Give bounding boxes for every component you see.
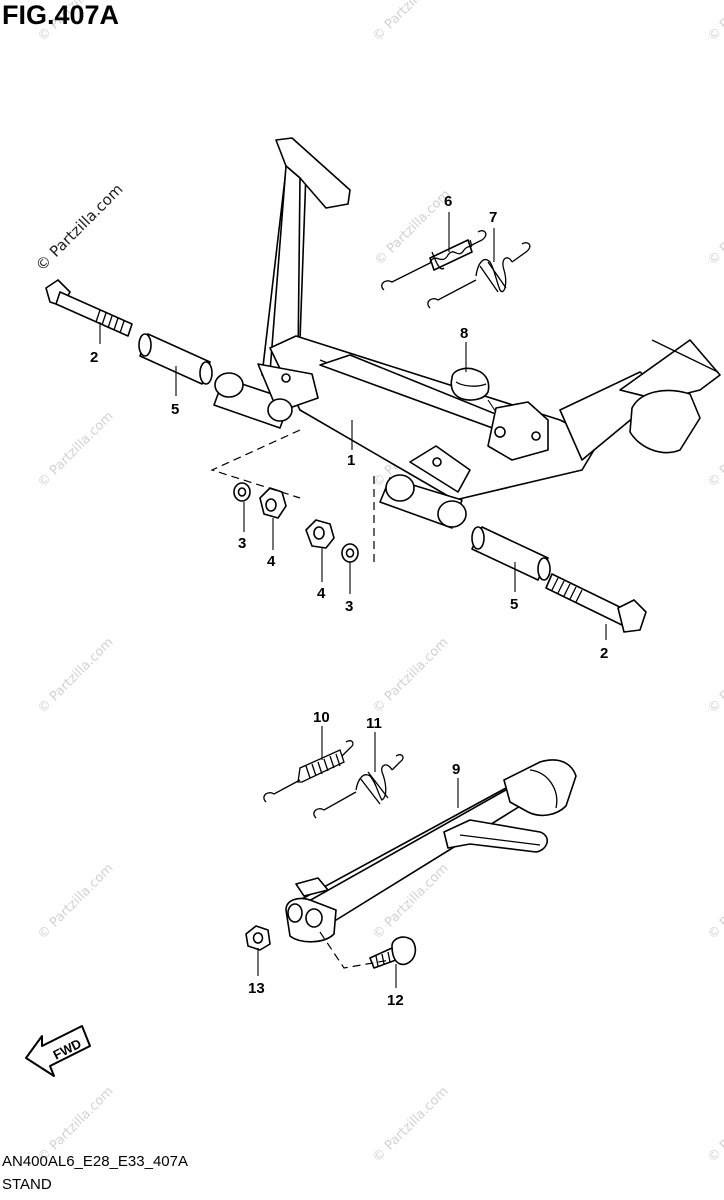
assembly-line-left <box>210 429 301 499</box>
bolt-12 <box>369 936 417 969</box>
callout-4: 4 <box>317 585 326 602</box>
callout-2: 2 <box>600 645 608 662</box>
nut-13 <box>245 925 271 951</box>
bolt-right <box>545 573 647 633</box>
spring-11 <box>313 754 404 819</box>
side-stand <box>285 759 577 943</box>
assembly-line-side-stand <box>319 931 391 969</box>
washer-left <box>233 482 251 502</box>
washer-right <box>341 543 359 563</box>
callout-9: 9 <box>452 761 460 778</box>
main-stand <box>213 137 721 529</box>
callout-8: 8 <box>460 325 468 342</box>
bolt-left <box>45 279 133 337</box>
callout-6: 6 <box>444 193 452 210</box>
callout-13: 13 <box>248 980 265 997</box>
spring-7 <box>427 242 531 309</box>
spring-10 <box>263 740 354 803</box>
collar-left <box>138 333 213 385</box>
cap-8 <box>450 367 490 401</box>
callout-5: 5 <box>510 596 518 613</box>
callout-1: 1 <box>347 452 355 469</box>
collar-right <box>471 526 551 581</box>
callout-numbers: 2 5 1 6 7 8 3 4 4 3 5 2 10 11 9 13 12 <box>90 193 608 1009</box>
callout-3: 3 <box>345 598 353 615</box>
spring-6 <box>381 230 487 291</box>
callout-2: 2 <box>90 349 98 366</box>
callout-7: 7 <box>489 209 497 226</box>
callout-11: 11 <box>366 715 382 732</box>
callout-leaders <box>99 212 607 988</box>
figure-title: FIG.407A <box>2 0 120 30</box>
section-name: STAND <box>2 1176 52 1193</box>
callout-10: 10 <box>313 709 330 726</box>
callout-5: 5 <box>171 401 179 418</box>
fwd-arrow-icon: FWD <box>25 1025 91 1077</box>
model-code: AN400AL6_E28_E33_407A <box>2 1153 188 1170</box>
nut-right <box>305 519 335 549</box>
callout-3: 3 <box>238 535 246 552</box>
callout-4: 4 <box>267 553 276 570</box>
callout-12: 12 <box>387 992 404 1009</box>
